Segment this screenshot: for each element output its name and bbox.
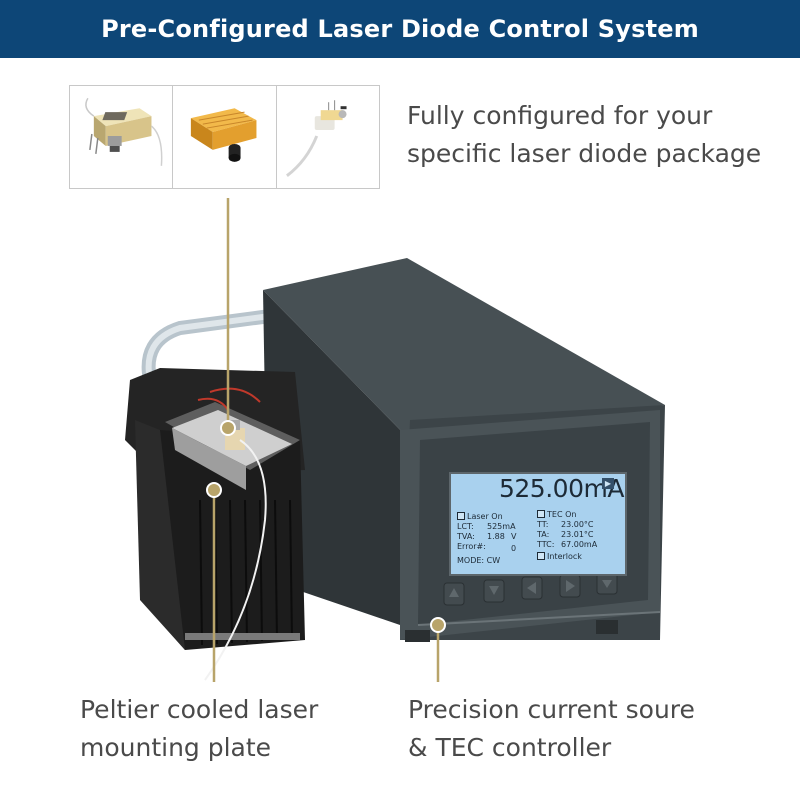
checkbox-icon [457, 511, 465, 520]
tva-value: 1.88 [487, 532, 505, 541]
tt-label: TT: [537, 520, 549, 529]
tec-on-indicator: TEC On [537, 509, 576, 520]
ttc-label: TTC: [537, 540, 555, 549]
controller-caption: Precision current soure & TEC controller [408, 695, 695, 762]
laser-on-indicator: Laser On [457, 511, 503, 522]
ta-value: 23.01°C [561, 530, 594, 539]
mode-readout: MODE: CW [457, 556, 501, 565]
banner-title: Pre-Configured Laser Diode Control Syste… [101, 15, 699, 43]
laser-package-thumbnails [69, 85, 380, 189]
interlock-indicator: Interlock [537, 551, 582, 562]
mounting-plate-caption: Peltier cooled laser mounting plate [80, 695, 319, 762]
lct-value: 525mA [487, 522, 516, 531]
butterfly-laser-module-thumbnail [70, 86, 174, 188]
package-caption: Fully configured for your specific laser… [407, 101, 762, 168]
tva-unit: V [511, 532, 517, 541]
tt-value: 23.00°C [561, 520, 594, 529]
play-arrow-icon: ▶ [602, 478, 614, 489]
ttc-value: 67.00mA [561, 540, 598, 549]
pigtailed-laser-thumbnail [277, 86, 379, 188]
lcd-display: 525.00mA ▶ Laser On LCT: 525mA TVA: 1.88… [449, 472, 627, 576]
gold-laser-module-thumbnail [173, 86, 277, 188]
lct-label: LCT: [457, 522, 474, 531]
checkbox-icon [537, 551, 545, 560]
tva-label: TVA: [457, 532, 475, 541]
ta-label: TA: [537, 530, 550, 539]
checkbox-icon [537, 509, 545, 518]
title-banner: Pre-Configured Laser Diode Control Syste… [0, 0, 800, 58]
error-value: 0 [511, 544, 517, 553]
error-label: Error#: [457, 542, 486, 551]
